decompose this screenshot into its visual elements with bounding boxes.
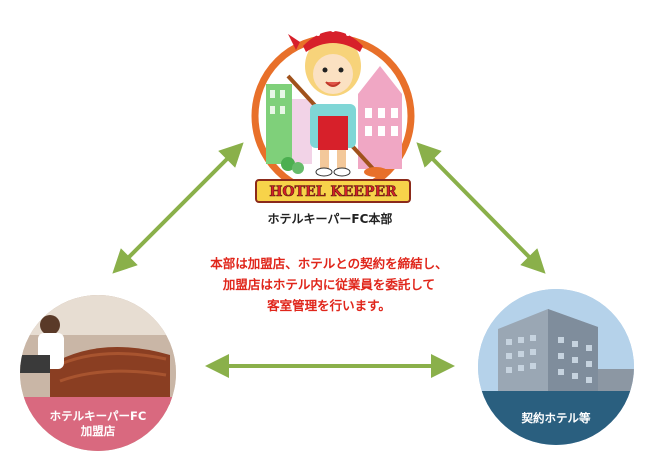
contract-hotel-label: 契約ホテル等 bbox=[521, 410, 591, 425]
double-arrow-icon bbox=[416, 142, 546, 274]
description-line: 本部は加盟店、ホテルとの契約を締結し、 bbox=[210, 256, 448, 271]
contract-hotel-node: 契約ホテル等 bbox=[478, 289, 634, 445]
description-text: 本部は加盟店、ホテルとの契約を締結し、 加盟店はホテル内に従業員を委託して 客室… bbox=[150, 253, 508, 316]
contract-hotel-label-band: 契約ホテル等 bbox=[478, 391, 634, 445]
hotel-keeper-mascot-logo bbox=[251, 28, 415, 198]
description-line: 加盟店はホテル内に従業員を委託して bbox=[222, 277, 436, 292]
hotel-keeper-badge: HOTEL KEEPER bbox=[255, 179, 411, 203]
franchise-node: ホテルキーパーFC 加盟店 bbox=[20, 295, 176, 451]
double-arrow-icon bbox=[112, 142, 244, 274]
headquarters-label: ホテルキーパーFC本部 bbox=[267, 212, 393, 226]
logo-text: HOTEL KEEPER bbox=[269, 184, 397, 200]
franchise-label-line1: ホテルキーパーFC bbox=[49, 409, 147, 423]
franchise-label: ホテルキーパーFC 加盟店 bbox=[20, 397, 176, 451]
description-line: 客室管理を行います。 bbox=[267, 298, 391, 313]
franchise-label-line2: 加盟店 bbox=[80, 424, 116, 438]
